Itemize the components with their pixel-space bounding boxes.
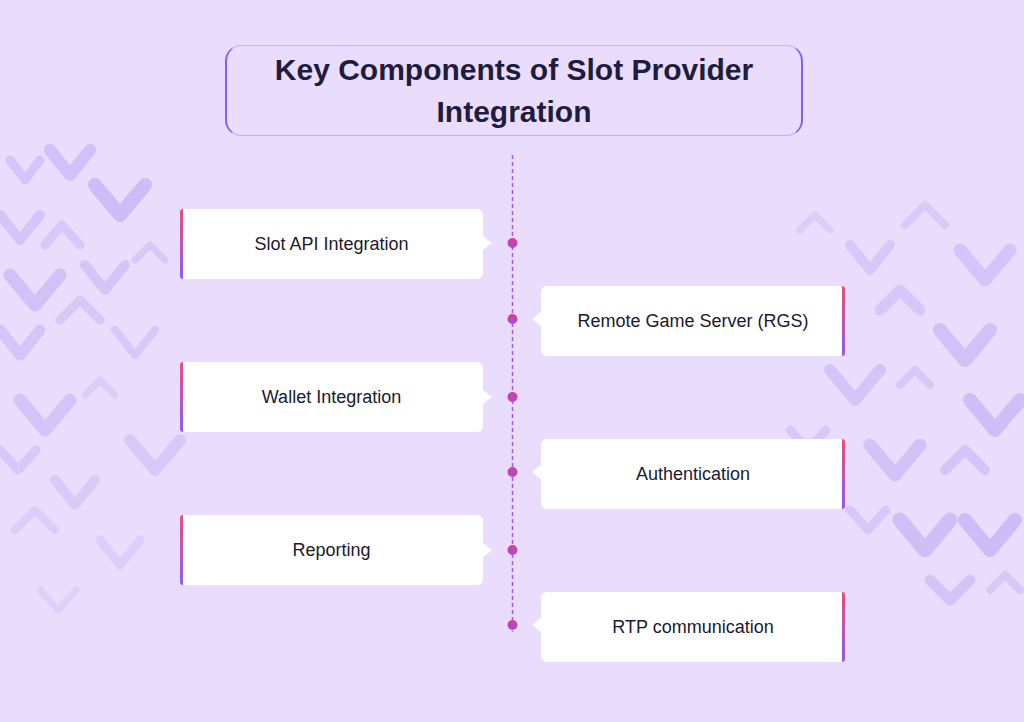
component-label: Reporting bbox=[278, 540, 384, 561]
component-box: Slot API Integration bbox=[180, 209, 483, 279]
accent-bar bbox=[842, 439, 845, 509]
accent-bar bbox=[180, 362, 183, 432]
component-box: Remote Game Server (RGS) bbox=[541, 286, 845, 356]
component-box: Authentication bbox=[541, 439, 845, 509]
component-box: Reporting bbox=[180, 515, 483, 585]
accent-bar bbox=[180, 515, 183, 585]
timeline-dots bbox=[508, 238, 518, 630]
component-label: Authentication bbox=[622, 464, 764, 485]
accent-bar bbox=[842, 592, 845, 662]
accent-bar bbox=[180, 209, 183, 279]
component-box: RTP communication bbox=[541, 592, 845, 662]
diagram-title: Key Components of Slot Provider Integrat… bbox=[264, 49, 764, 133]
component-label: Remote Game Server (RGS) bbox=[563, 311, 822, 332]
component-box: Wallet Integration bbox=[180, 362, 483, 432]
component-label: Slot API Integration bbox=[240, 234, 422, 255]
component-label: Wallet Integration bbox=[248, 387, 415, 408]
chevron-pattern bbox=[0, 150, 1020, 610]
accent-bar bbox=[842, 286, 845, 356]
title-box: Key Components of Slot Provider Integrat… bbox=[225, 45, 803, 136]
component-label: RTP communication bbox=[598, 617, 787, 638]
pointer-tabs bbox=[483, 236, 541, 632]
